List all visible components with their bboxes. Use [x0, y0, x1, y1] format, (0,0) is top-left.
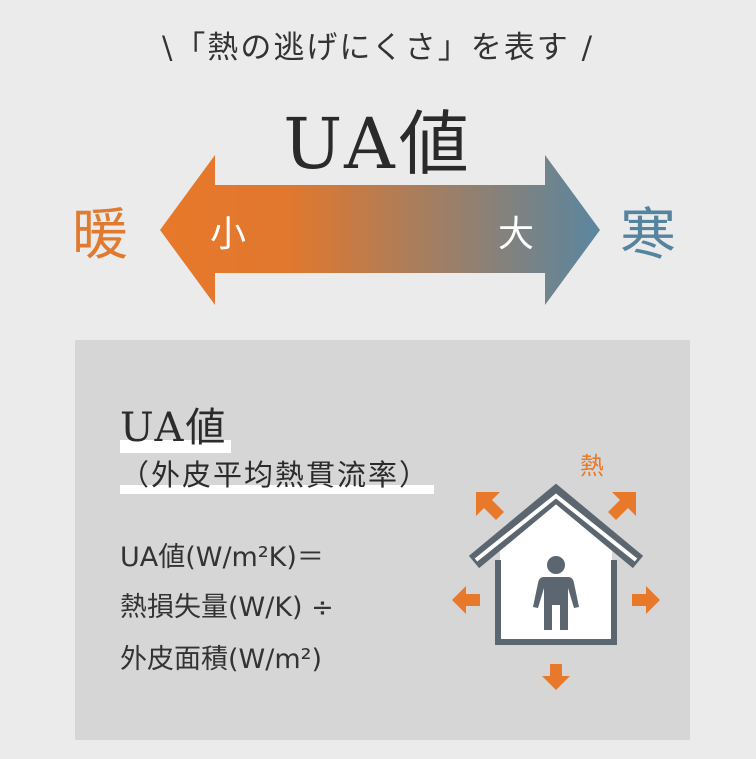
large-label: 大	[498, 214, 535, 255]
warm-label: 暖	[72, 203, 128, 268]
full-name-text: （外皮平均熱貫流率）	[120, 452, 435, 494]
small-label: 小	[210, 214, 247, 255]
formula-line-1: UA値(W/m²K)＝	[120, 542, 324, 573]
person-icon	[533, 556, 579, 630]
panel-full-name: （外皮平均熱貫流率）	[120, 452, 435, 494]
panel-title: UA値	[120, 395, 232, 453]
formula-line-3: 外皮面積(W/m²)	[120, 644, 322, 675]
double-arrow	[160, 155, 600, 305]
page-title: UA値	[283, 103, 473, 185]
panel-title-text: UA値	[120, 395, 232, 453]
heat-label: 熱	[580, 452, 604, 480]
heat-arrows-icon	[452, 492, 660, 690]
house-illustration	[452, 483, 660, 690]
subtitle: \「熱の逃げにくさ」を表す /	[161, 30, 595, 66]
cold-label: 寒	[620, 203, 676, 268]
formula-line-2: 熱損失量(W/K) ÷	[120, 592, 334, 623]
